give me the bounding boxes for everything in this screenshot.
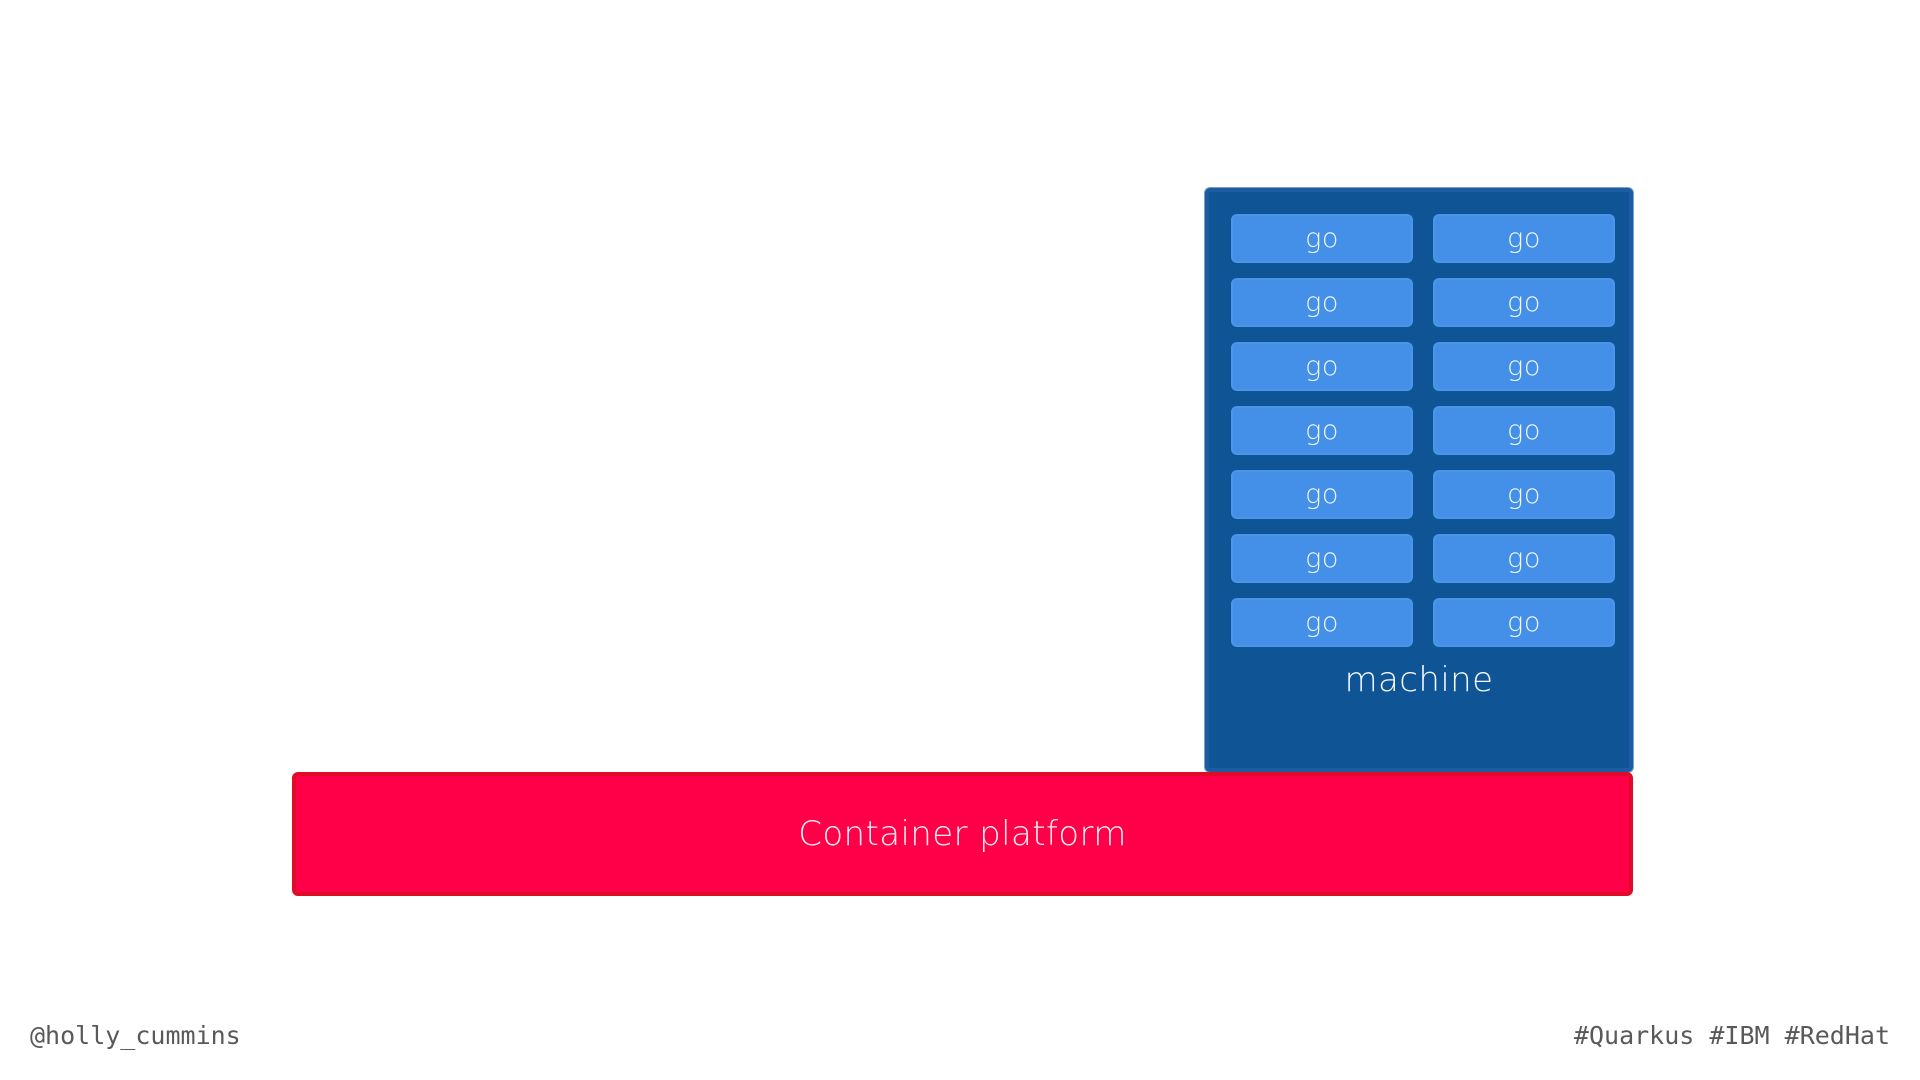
- footer-handle: @holly_cummins: [30, 1021, 241, 1050]
- workload-go[interactable]: go: [1231, 534, 1413, 583]
- container-platform-label: Container platform: [798, 814, 1127, 854]
- machine-label: machine: [1344, 660, 1494, 700]
- footer-hashtags: #Quarkus #IBM #RedHat: [1573, 1021, 1890, 1050]
- workload-row: go go: [1231, 342, 1615, 391]
- container-platform-bar: Container platform: [292, 772, 1633, 896]
- workload-go[interactable]: go: [1433, 278, 1615, 327]
- workload-go[interactable]: go: [1433, 598, 1615, 647]
- workload-go[interactable]: go: [1231, 470, 1413, 519]
- workload-go[interactable]: go: [1433, 342, 1615, 391]
- workload-row: go go: [1231, 278, 1615, 327]
- workload-go[interactable]: go: [1433, 406, 1615, 455]
- workload-go[interactable]: go: [1433, 534, 1615, 583]
- workload-row: go go: [1231, 598, 1615, 647]
- workload-go[interactable]: go: [1231, 598, 1413, 647]
- workload-row: go go: [1231, 534, 1615, 583]
- workload-go[interactable]: go: [1231, 342, 1413, 391]
- workload-go[interactable]: go: [1231, 278, 1413, 327]
- workload-go[interactable]: go: [1433, 470, 1615, 519]
- workload-go[interactable]: go: [1231, 214, 1413, 263]
- machine-box: go go go go go go go go go go go go: [1205, 188, 1633, 772]
- workload-go[interactable]: go: [1231, 406, 1413, 455]
- workload-row: go go: [1231, 406, 1615, 455]
- workload-row: go go: [1231, 214, 1615, 263]
- workload-row: go go: [1231, 470, 1615, 519]
- workload-go[interactable]: go: [1433, 214, 1615, 263]
- workload-grid: go go go go go go go go go go go go: [1231, 214, 1615, 647]
